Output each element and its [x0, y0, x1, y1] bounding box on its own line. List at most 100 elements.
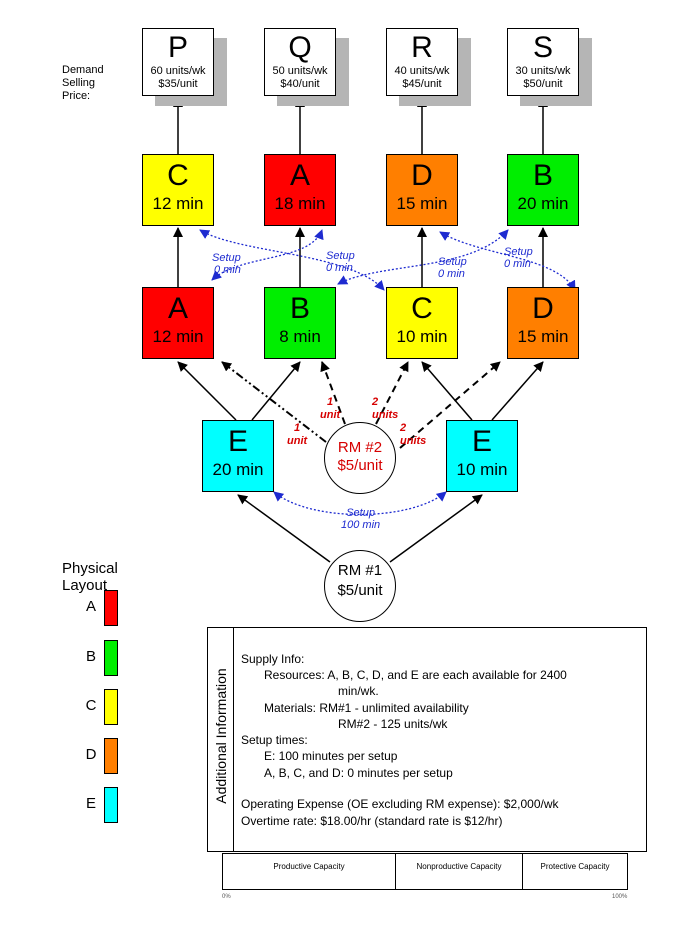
- legend-letter: E: [85, 795, 96, 812]
- product-r: R 40 units/wk $45/unit: [386, 28, 458, 96]
- setup-label-line: Setup: [212, 252, 241, 264]
- rm2-usage-label: 2 units: [400, 422, 426, 448]
- product-name: Q: [288, 31, 312, 64]
- product-price: $40/unit: [280, 78, 320, 90]
- rm2-usage-line: units: [400, 435, 427, 447]
- setup-label-line: 0 min: [438, 268, 465, 280]
- setup-label-line: Setup: [326, 250, 355, 262]
- info-side-title: Additional Information: [213, 668, 229, 804]
- resource-a-mid: A 12 min: [142, 287, 214, 359]
- info-line: Setup times:: [241, 733, 308, 747]
- demand-selling-price-label: Demand Selling Price:: [62, 64, 104, 103]
- resource-name: C: [411, 292, 433, 325]
- legend-swatch-e: [104, 787, 118, 823]
- rm2-usage-label: 1 unit: [287, 422, 307, 448]
- demand-label-line: Price:: [62, 90, 91, 102]
- rm-price: $5/unit: [337, 457, 383, 474]
- capacity-nonproductive: Nonproductive Capacity: [395, 853, 523, 890]
- info-line: Supply Info:: [241, 652, 305, 666]
- demand-label-line: Demand: [62, 64, 104, 76]
- rm2-usage-line: 1: [327, 396, 334, 408]
- arrow-e1-to-b: [251, 361, 301, 421]
- product-s: S 30 units/wk $50/unit: [507, 28, 579, 96]
- resource-time: 12 min: [152, 327, 204, 346]
- resource-name: E: [227, 425, 248, 458]
- legend-title-line: Layout: [62, 577, 108, 594]
- product-demand: 30 units/wk: [515, 65, 571, 77]
- setup-label: Setup 0 min: [326, 250, 355, 274]
- setup-label-line: 0 min: [326, 262, 353, 274]
- resource-time: 8 min: [279, 327, 321, 346]
- arrow-rm1-to-e1: [237, 494, 331, 563]
- resource-e-left: E 20 min: [202, 420, 274, 492]
- resource-d-top: D 15 min: [386, 154, 458, 226]
- setup-arc-d-d: [439, 231, 576, 291]
- resource-time: 15 min: [517, 327, 569, 346]
- product-price: $35/unit: [158, 78, 198, 90]
- setup-label-line: 0 min: [214, 264, 241, 276]
- setup-label: Setup 0 min: [504, 246, 533, 270]
- product-p: P 60 units/wk $35/unit: [142, 28, 214, 96]
- resource-e-right: E 10 min: [446, 420, 518, 492]
- legend-swatch-b: [104, 640, 118, 676]
- resource-a-top: A 18 min: [264, 154, 336, 226]
- capacity-productive: Productive Capacity: [222, 853, 396, 890]
- resource-name: A: [289, 159, 310, 192]
- rm2-usage-label: 1 unit: [320, 396, 340, 422]
- resource-c-mid: C 10 min: [386, 287, 458, 359]
- capacity-protective: Protective Capacity: [522, 853, 628, 890]
- resource-name: B: [532, 159, 553, 192]
- info-line: Operating Expense (OE excluding RM expen…: [241, 797, 559, 811]
- product-name: R: [411, 31, 433, 64]
- product-q: Q 50 units/wk $40/unit: [264, 28, 336, 96]
- resource-c-top: C 12 min: [142, 154, 214, 226]
- raw-material-1: RM #1 $5/unit: [324, 550, 396, 622]
- legend-letter: D: [85, 746, 97, 763]
- additional-information-panel: Additional Information Supply Info: Reso…: [207, 627, 647, 852]
- setup-label: Setup 0 min: [438, 256, 467, 280]
- legend-title: Physical Layout: [62, 560, 118, 594]
- resource-time: 18 min: [274, 194, 326, 213]
- resource-name: D: [532, 292, 554, 325]
- dashed-rm2-to-d: [399, 361, 501, 449]
- resource-d-mid: D 15 min: [507, 287, 579, 359]
- resource-b-mid: B 8 min: [264, 287, 336, 359]
- product-name: P: [167, 31, 188, 64]
- info-line: A, B, C, and D: 0 minutes per setup: [264, 766, 453, 780]
- demand-label-line: Selling: [62, 77, 96, 89]
- rm2-usage-line: 2: [400, 422, 407, 434]
- setup-label: Setup 0 min: [212, 252, 241, 276]
- setup-label-line: 100 min: [341, 519, 381, 531]
- rm2-usage-line: 1: [294, 422, 301, 434]
- setup-label-line: Setup: [346, 507, 375, 519]
- arrow-rm1-to-e2: [389, 494, 483, 563]
- arrow-e2-to-d: [491, 361, 544, 421]
- rm2-usage-line: 2: [372, 396, 379, 408]
- legend-letter: A: [85, 598, 96, 615]
- resource-time: 20 min: [517, 194, 569, 213]
- capacity-end-label: 100%: [612, 894, 628, 900]
- setup-label-line: 0 min: [504, 258, 531, 270]
- legend-letter: C: [85, 697, 97, 714]
- resource-name: E: [471, 425, 492, 458]
- product-demand: 60 units/wk: [150, 65, 206, 77]
- info-line: min/wk.: [338, 684, 379, 698]
- legend-letter: B: [85, 648, 96, 665]
- legend-title-line: Physical: [62, 560, 118, 577]
- product-price: $45/unit: [402, 78, 442, 90]
- info-line: Overtime rate: $18.00/hr (standard rate …: [241, 814, 503, 828]
- setup-label-line: Setup: [504, 246, 533, 258]
- rm-name: RM #2: [337, 439, 383, 456]
- resource-time: 20 min: [212, 460, 264, 479]
- raw-material-2: RM #2 $5/unit: [324, 422, 396, 494]
- dashed-rm2-to-a: [221, 361, 327, 443]
- resource-time: 15 min: [396, 194, 448, 213]
- product-name: S: [532, 31, 553, 64]
- legend-swatch-a: [104, 590, 118, 626]
- product-demand: 50 units/wk: [272, 65, 328, 77]
- rm2-usage-label: 2 units: [372, 396, 398, 422]
- product-price: $50/unit: [523, 78, 563, 90]
- rm2-usage-line: units: [372, 409, 399, 421]
- resource-name: A: [167, 292, 188, 325]
